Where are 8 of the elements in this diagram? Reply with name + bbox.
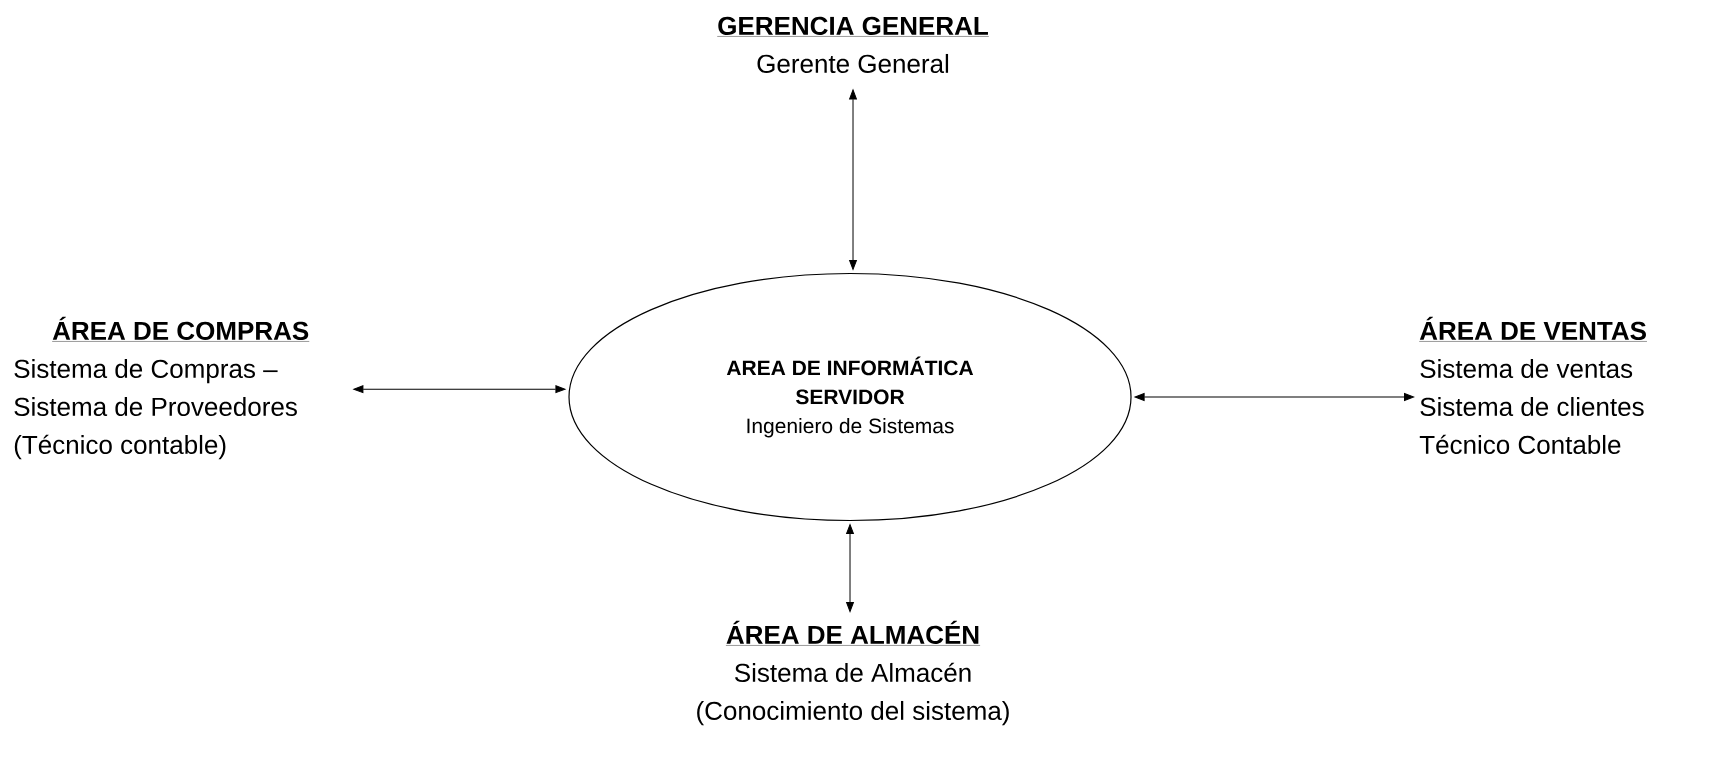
department-label: GERENCIA GENERAL Gerente General xyxy=(717,16,989,74)
double-arrow xyxy=(846,524,854,613)
double-arrow xyxy=(849,89,857,270)
double-arrow xyxy=(1134,393,1415,401)
department-label: ÁREA DE VENTAS Sistema de ventas Sistema de clientes Técnico Contable xyxy=(1419,316,1648,455)
department-label: ÁREA DE COMPRAS Sistema de Compras – Sistema de Proveedores (Técnico contable) xyxy=(14,316,310,460)
department-label: ÁREA DE ALMACÉN Sistema de Almacén (Conocimiento del sistema) xyxy=(697,620,1009,726)
double-arrow xyxy=(353,385,566,394)
